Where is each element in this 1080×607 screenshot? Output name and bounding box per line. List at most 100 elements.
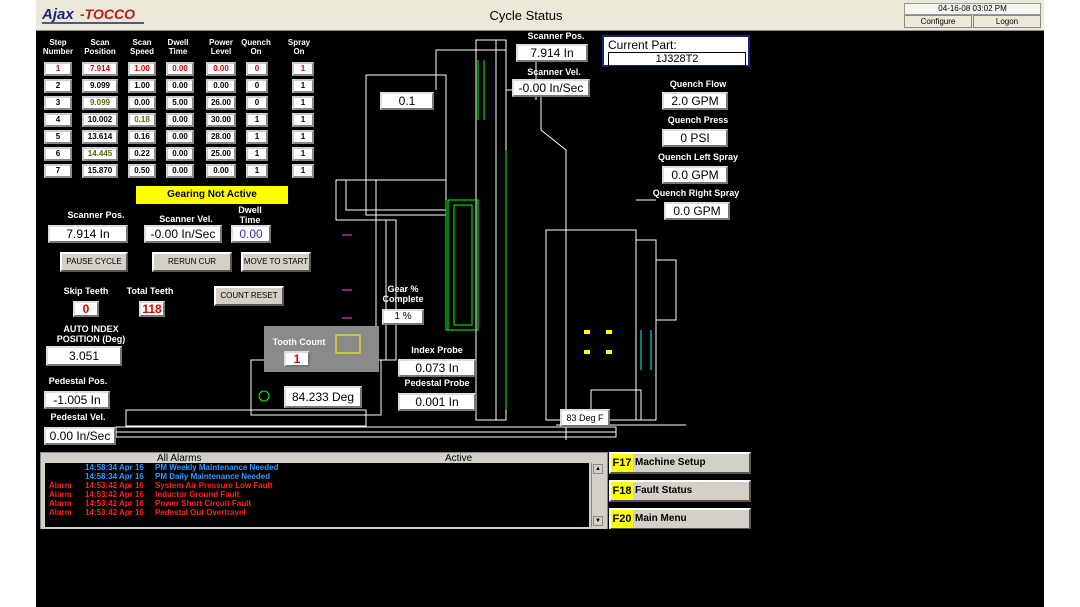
table-cell[interactable]: 10.002 (82, 113, 118, 127)
table-cell[interactable]: 9.099 (82, 96, 118, 110)
hmi-screen: Ajax -TOCCO Cycle Status 04-16-08 03:02 … (36, 0, 1044, 607)
table-cell[interactable]: 0.50 (128, 164, 156, 178)
table-cell[interactable]: 30.00 (206, 113, 236, 127)
table-header: Scan Position (84, 38, 116, 56)
tooth-count-label: Tooth Count (272, 337, 326, 347)
current-part-panel: Current Part: 1J328T2 (602, 35, 750, 67)
quench-flow-value: 2.0 GPM (662, 92, 728, 110)
scroll-up-icon[interactable]: ▲ (593, 464, 603, 474)
datetime-display: 04-16-08 03:02 PM (904, 3, 1041, 15)
table-cell[interactable]: 1 (246, 164, 268, 178)
table-cell[interactable]: 0.00 (128, 96, 156, 110)
table-cell[interactable]: 26.00 (206, 96, 236, 110)
scroll-down-icon[interactable]: ▼ (593, 516, 603, 526)
function-key-code: F20 (611, 510, 633, 528)
table-cell[interactable]: 7.914 (82, 62, 118, 76)
auto-index-value: 3.051 (46, 346, 122, 366)
right-scanner-vel-label: Scanner Vel. (527, 67, 581, 77)
table-cell[interactable]: 1.00 (128, 79, 156, 93)
table-cell[interactable]: 0.00 (206, 79, 236, 93)
table-cell[interactable]: 0.00 (166, 62, 194, 76)
table-cell[interactable]: 28.00 (206, 130, 236, 144)
table-cell[interactable]: 0 (246, 96, 268, 110)
quench-press-value: 0 PSI (662, 129, 728, 147)
table-cell[interactable]: 3 (44, 96, 72, 110)
table-cell[interactable]: 7 (44, 164, 72, 178)
table-cell[interactable]: 1 (292, 164, 314, 178)
table-cell[interactable]: 1 (292, 96, 314, 110)
table-cell[interactable]: 1 (44, 62, 72, 76)
table-cell[interactable]: 9.099 (82, 79, 118, 93)
table-cell[interactable]: 0.00 (206, 62, 236, 76)
table-cell[interactable]: 5 (44, 130, 72, 144)
bottom-area (40, 529, 1040, 599)
current-part-label: Current Part: (608, 38, 677, 52)
center-top-value: 0.1 (380, 92, 434, 110)
index-probe-value: 0.073 In (398, 359, 476, 377)
tooth-count-value: 1 (284, 351, 310, 367)
table-cell[interactable]: 1 (292, 130, 314, 144)
logon-button[interactable]: Logon (973, 15, 1041, 28)
table-cell[interactable]: 0.22 (128, 147, 156, 161)
table-cell[interactable]: 0.00 (166, 79, 194, 93)
table-cell[interactable]: 1 (292, 113, 314, 127)
table-cell[interactable]: 6 (44, 147, 72, 161)
pause-cycle-button[interactable]: PAUSE CYCLE (60, 252, 128, 272)
table-cell[interactable]: 0.18 (128, 113, 156, 127)
table-cell[interactable]: 0.16 (128, 130, 156, 144)
table-cell[interactable]: 0 (246, 79, 268, 93)
table-cell[interactable]: 15.870 (82, 164, 118, 178)
page-title: Cycle Status (489, 8, 563, 23)
move-to-start-button[interactable]: MOVE TO START (241, 252, 311, 272)
alarm-time: 14:53:42 Apr 16 (85, 490, 144, 499)
table-cell[interactable]: 1 (246, 130, 268, 144)
table-cell[interactable]: 0.00 (166, 113, 194, 127)
table-cell[interactable]: 0.00 (206, 164, 236, 178)
table-cell[interactable]: 1 (246, 147, 268, 161)
alarm-message: PM Daily Maintenance Needed (155, 472, 271, 481)
table-cell[interactable]: 14.445 (82, 147, 118, 161)
alarm-type: Alarm (49, 490, 72, 499)
table-cell[interactable]: 2 (44, 79, 72, 93)
table-cell[interactable]: 5.00 (166, 96, 194, 110)
table-cell[interactable]: 25.00 (206, 147, 236, 161)
table-cell[interactable]: 1 (292, 79, 314, 93)
alarm-message: Pedestal Out Overtravel (155, 508, 246, 517)
function-key-label: Main Menu (635, 513, 687, 524)
table-cell[interactable]: 0.00 (166, 164, 194, 178)
right-scanner-pos-label: Scanner Pos. (527, 31, 585, 41)
table-cell[interactable]: 1 (292, 147, 314, 161)
alarm-time: 14:53:42 Apr 16 (85, 481, 144, 490)
quench-left-label: Quench Left Spray (657, 152, 738, 162)
gear-complete-label: Gear % Complete (382, 284, 424, 304)
temperature-value: 83 Deg F (560, 409, 610, 427)
table-cell[interactable]: 4 (44, 113, 72, 127)
table-cell[interactable]: 0.00 (166, 147, 194, 161)
rerun-tooth-button[interactable]: RERUN CUR TOOTH (152, 252, 232, 282)
angle-value: 84.233 Deg (284, 386, 362, 408)
table-cell[interactable]: 0.00 (166, 130, 194, 144)
count-reset-button[interactable]: COUNT RESET (214, 286, 284, 306)
table-cell[interactable]: 0 (246, 62, 268, 76)
alarm-scrollbar[interactable]: ▲ ▼ (591, 463, 604, 527)
table-cell[interactable]: 1.00 (128, 62, 156, 76)
skip-teeth-label: Skip Teeth (63, 286, 109, 296)
table-cell[interactable]: 1 (292, 62, 314, 76)
table-header: Scan Speed (129, 38, 154, 56)
configure-button[interactable]: Configure (904, 15, 972, 28)
pedestal-pos-value: -1.005 In (44, 391, 110, 409)
table-cell[interactable]: 1 (246, 113, 268, 127)
gear-complete-value: 1 % (382, 309, 424, 325)
table-header: Quench On (241, 38, 271, 56)
table-cell[interactable]: 13.614 (82, 130, 118, 144)
